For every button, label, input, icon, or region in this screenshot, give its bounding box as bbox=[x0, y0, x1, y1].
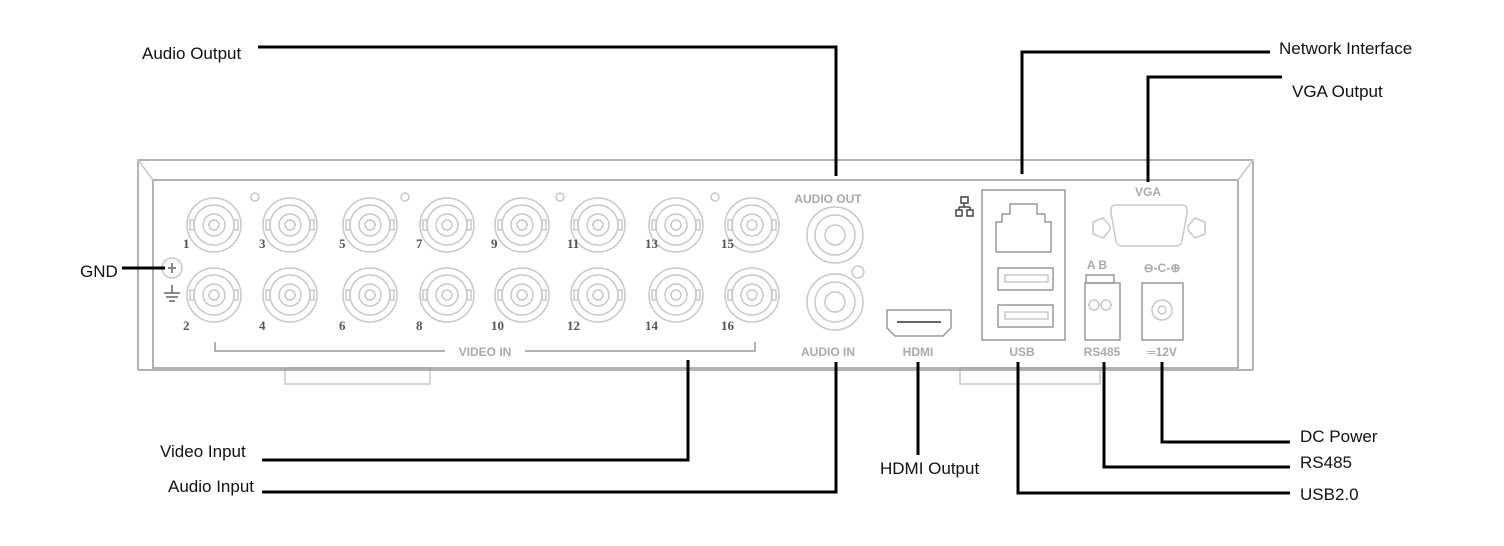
bnc-video-port bbox=[262, 197, 318, 253]
bnc-video-port bbox=[570, 197, 626, 253]
led-indicator bbox=[250, 192, 260, 202]
bnc-video-port bbox=[419, 197, 475, 253]
led-indicator bbox=[710, 192, 720, 202]
bnc-video-port bbox=[342, 197, 398, 253]
video-port-number: 7 bbox=[416, 236, 423, 251]
leader-lines bbox=[122, 45, 1290, 495]
bnc-video-port bbox=[724, 197, 780, 253]
bnc-video-port bbox=[494, 267, 550, 323]
bnc-video-port bbox=[419, 267, 475, 323]
callout-network-interface: Network Interface bbox=[1279, 39, 1412, 58]
video-port-number: 3 bbox=[259, 236, 266, 251]
audio-out-label: AUDIO OUT bbox=[794, 192, 862, 206]
hdmi-label: HDMI bbox=[903, 345, 934, 359]
callout-dc-power: DC Power bbox=[1300, 427, 1378, 446]
video-port-number: 10 bbox=[491, 318, 504, 333]
bnc-video-port bbox=[648, 267, 704, 323]
vga-port bbox=[1092, 204, 1206, 247]
hdmi-port bbox=[886, 309, 952, 337]
rs485-label: RS485 bbox=[1084, 345, 1121, 359]
bnc-video-port bbox=[724, 267, 780, 323]
video-port-number: 1 bbox=[183, 236, 190, 251]
dc-power-jack bbox=[1141, 282, 1184, 341]
callout-rs485: RS485 bbox=[1300, 453, 1352, 472]
lan-usb-block bbox=[981, 189, 1066, 341]
led-indicator bbox=[400, 192, 410, 202]
callout-audio-input: Audio Input bbox=[168, 477, 254, 496]
video-port-number: 2 bbox=[183, 318, 190, 333]
audio-out-port bbox=[806, 206, 864, 264]
bnc-video-port bbox=[342, 267, 398, 323]
gnd-screw bbox=[161, 257, 183, 302]
network-icon bbox=[955, 196, 974, 217]
audio-in-port bbox=[806, 273, 864, 331]
callout-audio-output: Audio Output bbox=[142, 44, 242, 63]
usb-label: USB bbox=[1009, 345, 1035, 359]
callout-usb: USB2.0 bbox=[1300, 485, 1359, 504]
video-port-number: 9 bbox=[491, 236, 498, 251]
bnc-video-port bbox=[494, 197, 550, 253]
bnc-video-port bbox=[186, 267, 242, 323]
video-port-number: 13 bbox=[645, 236, 659, 251]
led-indicator bbox=[555, 192, 565, 202]
dc-12v-label: ═12V bbox=[1146, 345, 1177, 359]
callout-video-input: Video Input bbox=[160, 442, 246, 461]
video-port-number: 11 bbox=[567, 236, 579, 251]
video-port-number: 14 bbox=[645, 318, 659, 333]
rj45-port bbox=[995, 203, 1052, 253]
audio-in-label: AUDIO IN bbox=[801, 345, 855, 359]
callout-hdmi-output: HDMI Output bbox=[880, 459, 979, 478]
rs485-terminal bbox=[1084, 274, 1121, 341]
bnc-video-port bbox=[262, 267, 318, 323]
video-port-number: 4 bbox=[259, 318, 266, 333]
video-port-number: 12 bbox=[567, 318, 580, 333]
video-port-number: 15 bbox=[721, 236, 735, 251]
ground-icon bbox=[164, 285, 180, 302]
video-port-number: 5 bbox=[339, 236, 346, 251]
callout-gnd: GND bbox=[80, 262, 118, 281]
video-port-number: 16 bbox=[721, 318, 735, 333]
video-in-label: VIDEO IN bbox=[459, 345, 512, 359]
device-body bbox=[137, 159, 1254, 385]
bnc-video-port bbox=[570, 267, 626, 323]
usb-port bbox=[997, 267, 1054, 291]
usb-port bbox=[997, 304, 1054, 328]
bnc-video-port bbox=[648, 197, 704, 253]
dc-polarity-label: ⊖-C-⊕ bbox=[1144, 261, 1181, 275]
bnc-video-port bbox=[186, 197, 242, 253]
rs485-ab-label: A B bbox=[1087, 258, 1108, 272]
callout-vga-output: VGA Output bbox=[1292, 82, 1383, 101]
video-port-number: 6 bbox=[339, 318, 346, 333]
vga-label: VGA bbox=[1135, 185, 1161, 199]
video-port-number: 8 bbox=[416, 318, 423, 333]
